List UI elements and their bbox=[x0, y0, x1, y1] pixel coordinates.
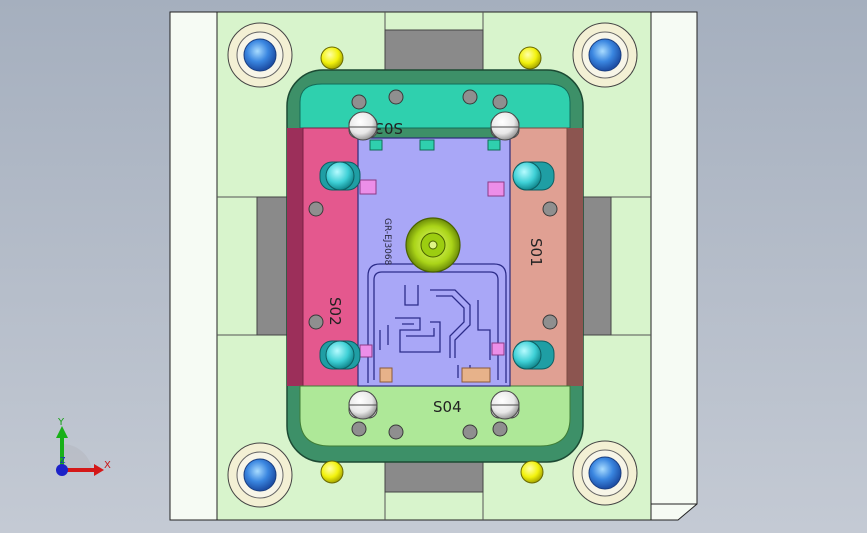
yellow-pin bbox=[518, 46, 542, 70]
yellow-pin bbox=[320, 46, 344, 70]
slider-s04-label: S04 bbox=[433, 398, 462, 416]
triad-y-arrow bbox=[56, 426, 68, 438]
core-engraving-text: GR-EJ3068 bbox=[382, 218, 392, 266]
triad-y-label: Y bbox=[57, 417, 65, 428]
slider-s02-label: S02 bbox=[326, 297, 344, 326]
core-top-tabs bbox=[369, 139, 501, 151]
triad-z-label: Z bbox=[60, 456, 66, 465]
guide-pin-bottom-left[interactable] bbox=[227, 442, 293, 508]
locating-pins bbox=[348, 111, 520, 420]
slider-s04 bbox=[299, 385, 571, 447]
guide-pin-bottom-right[interactable] bbox=[572, 440, 638, 506]
coordinate-triad: Y X Z bbox=[56, 417, 111, 476]
sprue-bushing[interactable] bbox=[405, 217, 461, 273]
triad-x-arrow bbox=[94, 464, 104, 476]
slider-s01-side bbox=[567, 128, 583, 386]
yellow-pins bbox=[320, 46, 544, 484]
slider-s03 bbox=[299, 83, 571, 129]
guide-pin-top-left[interactable] bbox=[227, 22, 293, 88]
guide-rails bbox=[256, 29, 612, 493]
yellow-pin bbox=[520, 460, 544, 484]
slider-s03-label: S03 bbox=[374, 119, 403, 137]
ejector-pins bbox=[319, 161, 555, 370]
core-pads bbox=[359, 179, 505, 383]
triad-x-label: X bbox=[104, 460, 111, 471]
slider-s01-label: S01 bbox=[527, 238, 545, 267]
yellow-pin bbox=[320, 460, 344, 484]
slider-s02-side bbox=[287, 128, 303, 386]
triad-z-axis bbox=[56, 464, 68, 476]
screw-heads bbox=[308, 89, 558, 440]
guide-pin-top-right[interactable] bbox=[572, 22, 638, 88]
